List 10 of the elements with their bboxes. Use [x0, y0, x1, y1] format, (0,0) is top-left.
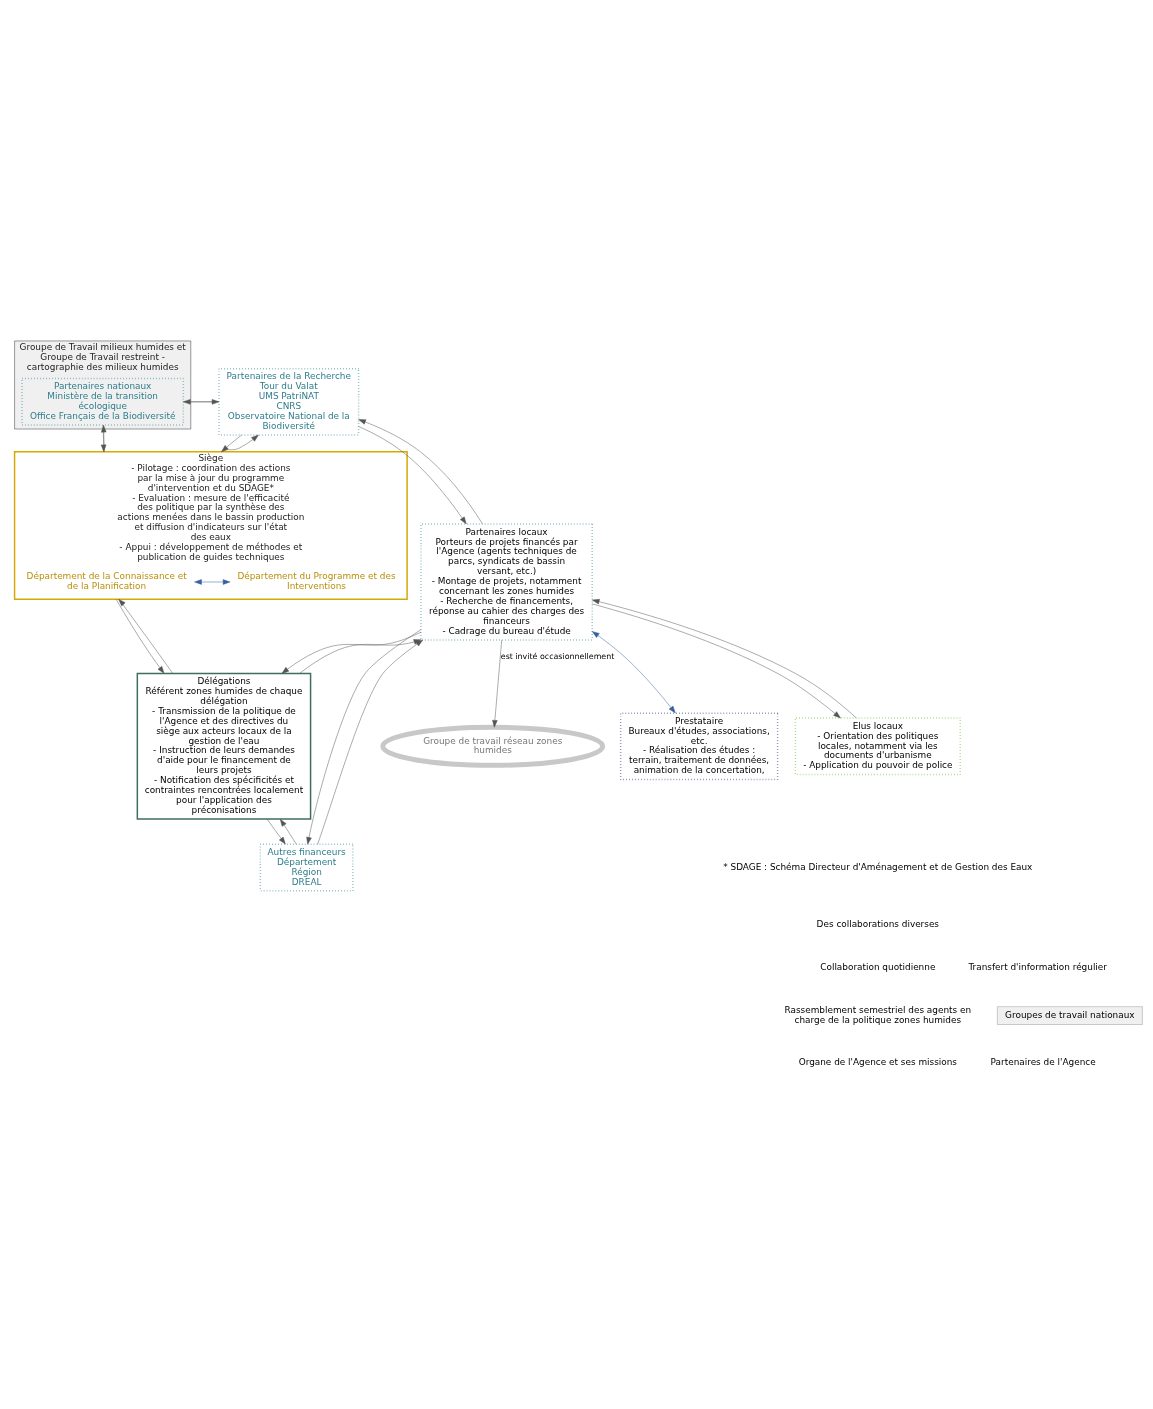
legend-label: Rassemblement semestriel des agents en charge de la politique zones humides [784, 1004, 972, 1025]
legend-label: Transfert d'information régulier [968, 962, 1107, 973]
label: Des collaborations diverses [816, 919, 940, 930]
legend-label: Organe de l'Agence et ses missions [798, 1057, 957, 1068]
legend-label: Groupes de travail nationaux [1005, 1009, 1135, 1020]
legend-label: Collaboration quotidienne [820, 962, 936, 973]
legend-label: Partenaires de l'Agence [990, 1057, 1096, 1068]
node-text: Département de la Connaissance et de la Planification [26, 571, 187, 592]
node-text: Département du Programme et des Interventions [237, 571, 396, 592]
label: * SDAGE : Schéma Directeur d'Aménagement et de Gestion des Eaux [723, 861, 1033, 872]
